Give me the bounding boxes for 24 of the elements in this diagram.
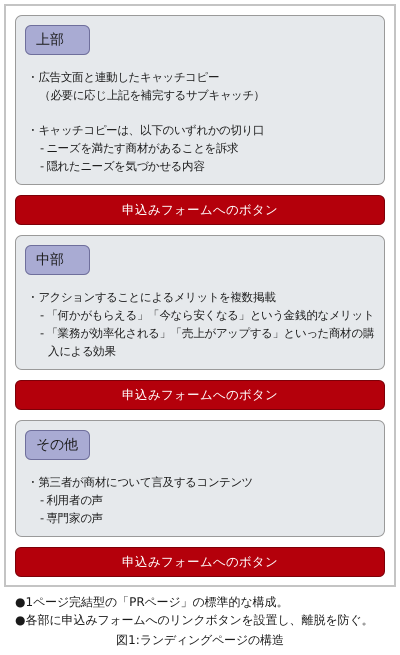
section-panel <box>15 235 385 370</box>
section-panel <box>15 420 385 537</box>
sub-bullet-text: - 専門家の声 <box>39 510 104 527</box>
note-text: ●1ページ完結型の「PRページ」の標準的な構成。 <box>15 594 289 611</box>
section-tag: その他 <box>25 430 90 460</box>
note-text: ●各部に申込みフォームへのリンクボタンを設置し、離脱を防ぐ。 <box>15 612 374 629</box>
page-frame <box>4 4 396 587</box>
sub-bullet-text: - 利用者の声 <box>39 492 104 509</box>
form-link-button: 申込みフォームへのボタン <box>15 380 385 410</box>
bullet-text: ・第三者が商材について言及するコンテンツ <box>27 474 254 491</box>
sub-bullet-text: - 隠れたニーズを気づかせる内容 <box>39 158 206 175</box>
bullet-text: ・広告文面と連動したキャッチコピー <box>27 69 220 86</box>
bullet-text: ・アクションすることによるメリットを複数掲載 <box>27 289 277 306</box>
bullet-text: ・キャッチコピーは、以下のいずれかの切り口 <box>27 122 266 139</box>
sub-bullet-text: - 「何かがもらえる」「今なら安くなる」という金銭的なメリット <box>39 307 376 324</box>
form-link-button: 申込みフォームへのボタン <box>15 195 385 225</box>
section-tag: 上部 <box>25 25 90 55</box>
sub-bullet-text: - 「業務が効率化される」「売上がアップする」といった商材の購入による効果 <box>39 325 376 360</box>
form-link-button: 申込みフォームへのボタン <box>15 547 385 577</box>
note-text: （必要に応じ上記を補完するサブキャッチ） <box>38 87 266 104</box>
sub-bullet-text: - ニーズを満たす商材があることを訴求 <box>39 140 240 157</box>
section-panel <box>15 15 385 185</box>
figure-caption: 図1:ランディングページの構造 <box>115 632 285 649</box>
section-tag: 中部 <box>25 245 90 275</box>
